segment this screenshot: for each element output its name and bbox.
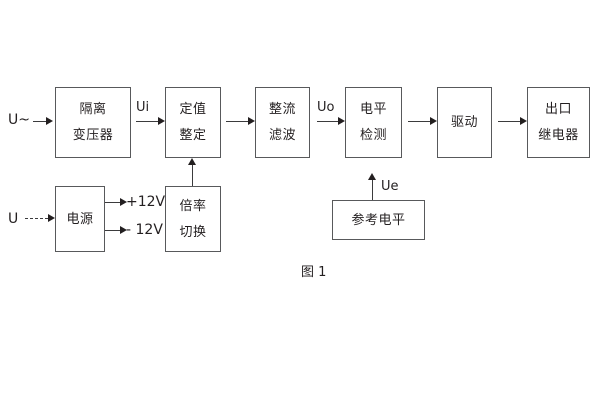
block-isolation-transformer: 隔离 变压器 — [55, 87, 131, 158]
block-level-detection-line-1: 电平 — [359, 102, 387, 117]
figure-caption: 图 1 — [301, 265, 327, 280]
block-multiplier-switch-line-1: 倍率 — [179, 198, 207, 214]
block-level-detection: 电平 检测 — [345, 87, 402, 158]
block-rectify-filter-line-2: 滤波 — [268, 128, 296, 143]
arrow-input-ac-to-isolation-transformer — [33, 117, 53, 126]
block-reference-level: 参考电平 — [332, 200, 425, 240]
block-multiplier-switch-line-2: 切换 — [179, 224, 207, 240]
arrow-power-supply-positive-rail — [105, 198, 127, 207]
block-output-relay-line-1: 出口 — [544, 102, 572, 117]
arrow-drive-to-output-relay — [498, 117, 527, 126]
block-drive-line-1: 驱动 — [450, 115, 478, 130]
signal-uo-label: Uo — [317, 100, 335, 115]
block-isolation-transformer-line-1: 隔离 — [79, 102, 107, 117]
block-rectify-filter-line-1: 整流 — [268, 102, 296, 117]
block-drive: 驱动 — [437, 87, 492, 158]
block-output-relay: 出口 继电器 — [527, 87, 590, 158]
arrow-multiplier-switch-to-setting-value — [188, 158, 197, 186]
arrow-isolation-transformer-to-setting-value — [136, 117, 165, 126]
block-setting-value-line-2: 整定 — [179, 128, 207, 143]
arrow-power-supply-negative-rail — [105, 226, 127, 235]
arrow-setting-value-to-rectify-filter — [226, 117, 255, 126]
block-rectify-filter: 整流 滤波 — [255, 87, 310, 158]
block-reference-level-line-1: 参考电平 — [351, 212, 406, 228]
arrow-rectify-filter-to-level-detection — [317, 117, 345, 126]
arrow-input-dc-to-power-supply — [25, 214, 55, 223]
block-multiplier-switch: 倍率 切换 — [165, 186, 221, 252]
signal-ue-label: Ue — [381, 179, 399, 194]
block-power-supply: 电源 — [55, 186, 105, 252]
block-setting-value: 定值 整定 — [165, 87, 221, 158]
block-output-relay-line-2: 继电器 — [538, 128, 579, 143]
rail-positive-label: +12V — [126, 194, 166, 210]
arrow-reference-level-to-level-detection — [368, 173, 377, 200]
arrow-level-detection-to-drive — [408, 117, 437, 126]
block-level-detection-line-2: 检测 — [359, 128, 387, 143]
block-power-supply-line-1: 电源 — [66, 211, 94, 227]
input-ac-label: U~ — [8, 112, 30, 128]
signal-ui-label: Ui — [136, 100, 150, 115]
block-isolation-transformer-line-2: 变压器 — [72, 128, 114, 143]
rail-negative-label: - 12V — [126, 222, 163, 238]
block-setting-value-line-1: 定值 — [179, 102, 207, 117]
input-dc-label: U — [8, 211, 19, 227]
